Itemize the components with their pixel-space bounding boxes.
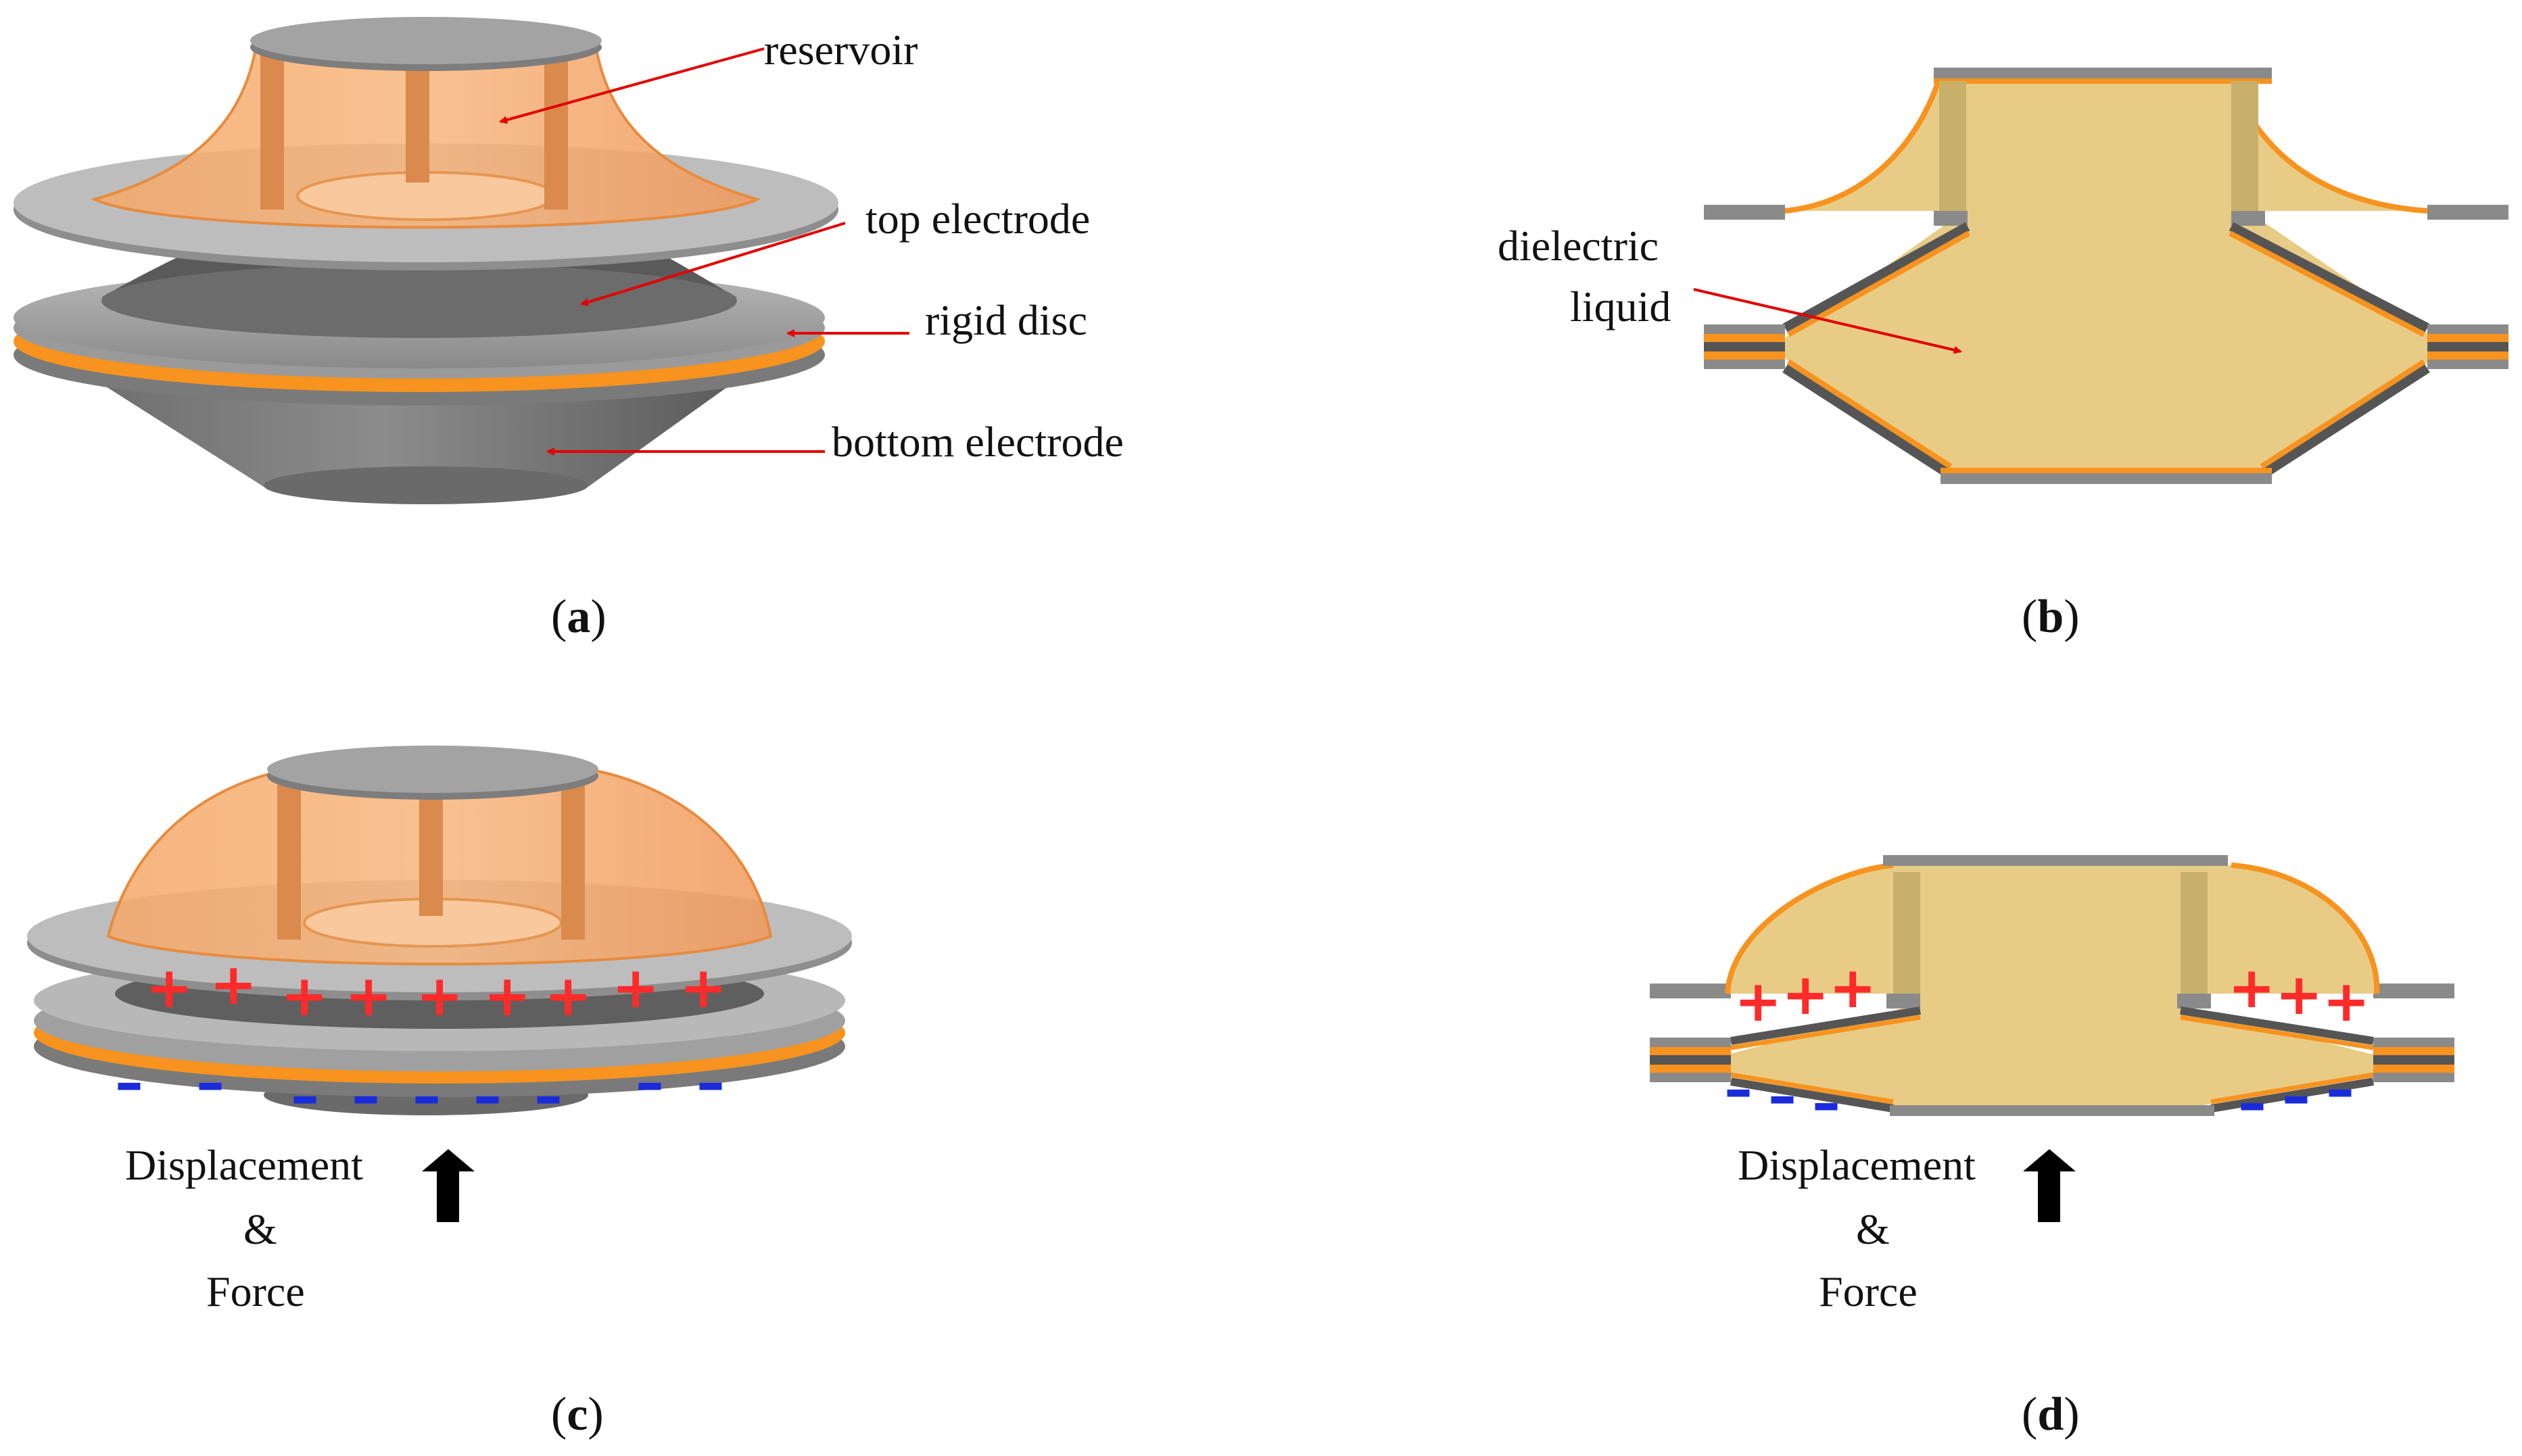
svg-text:–: – [473,1063,502,1129]
reservoir-leader [499,47,765,124]
svg-text:–: – [115,1049,143,1115]
label-ampersand-c: & [243,1205,277,1253]
left-top-plate [1704,205,1785,220]
bottom-electrode-right [2262,364,2430,477]
positive-charges-d: + + + + + + [1734,954,2370,1034]
bottom-plate [1941,473,2272,484]
svg-text:+: + [281,963,328,1029]
label-ampersand-d: & [1856,1205,1890,1253]
svg-text:–: – [636,1049,664,1115]
rigid-disc-right-d [2373,1038,2454,1082]
panel-a: reservoir top electrode rigid disc botto… [14,17,1124,643]
svg-text:+: + [345,963,392,1029]
top-electrode-leader [580,222,846,306]
up-arrow-icon [422,1149,475,1222]
svg-text:+: + [680,954,727,1021]
label-displacement-d: Displacement [1738,1141,1976,1189]
label-dielectric: dielectric [1498,222,1659,270]
column-right [2231,81,2258,216]
svg-text:+: + [612,954,659,1021]
top-electrode-right [2229,222,2430,333]
up-arrow-icon [2023,1149,2076,1222]
svg-text:+: + [1734,968,1782,1034]
positive-charges-c: + + + + + + + + + [145,951,727,1029]
svg-text:+: + [2323,968,2370,1034]
svg-text:–: – [196,1049,224,1115]
label-force-c: Force [206,1267,305,1315]
svg-text:+: + [2228,954,2275,1021]
svg-text:+: + [210,951,257,1017]
column-left [1939,81,1966,216]
svg-text:–: – [2326,1056,2354,1122]
svg-text:–: – [412,1063,441,1129]
svg-text:–: – [534,1063,563,1129]
svg-text:+: + [544,963,592,1029]
svg-text:–: – [1812,1069,1840,1136]
label-reservoir: reservoir [764,26,918,74]
svg-text:+: + [2275,961,2323,1027]
svg-text:–: – [1724,1056,1753,1122]
bottom-electrode-base [264,466,588,504]
label-bottom-electrode: bottom electrode [832,418,1124,466]
svg-text:–: – [2238,1069,2266,1136]
bottom-electrode-left [1782,364,1950,477]
caption-c: (c) [551,1388,604,1440]
dielectric-liquid-body-d [1728,865,2377,1109]
svg-text:+: + [1782,961,1829,1027]
negative-charges-d: – – – – – – [1724,1056,2354,1136]
negative-charges-c: – – – – – – – – – [115,1049,725,1129]
svg-text:–: – [696,1049,725,1115]
lid-plate-d [1883,855,2228,866]
svg-text:–: – [2282,1063,2310,1129]
rigid-disc-left-d [1650,1038,1731,1082]
caption-d: (d) [2022,1388,2080,1440]
label-rigid-disc: rigid disc [925,296,1087,344]
panel-c: + + + + + + + + + – – – – – – – – – Disp… [27,746,852,1440]
caption-a: (a) [551,591,606,643]
label-top-electrode: top electrode [865,195,1090,243]
right-top-plate [2427,205,2508,220]
label-force-d: Force [1819,1267,1918,1315]
panel-d: + + + + + + – – – – – – Displacement & F… [1650,855,2454,1440]
reservoir-lid [250,17,602,64]
bottom-electrode-cone [88,375,744,487]
svg-text:–: – [352,1063,380,1129]
svg-text:–: – [291,1063,319,1129]
caption-b: (b) [2022,591,2080,643]
rigid-disc-right [2427,324,2508,369]
panel-b: dielectric liquid (b) [1498,68,2508,643]
svg-text:+: + [483,963,531,1029]
reservoir-column-left [260,41,284,210]
rigid-disc-left [1704,324,1785,369]
lid-plate [1934,68,2272,78]
reservoir-column-right [544,41,568,210]
label-liquid: liquid [1570,283,1671,331]
svg-text:–: – [1768,1063,1797,1129]
svg-text:+: + [416,963,463,1029]
top-electrode-left [1782,222,1970,333]
svg-text:+: + [145,954,193,1021]
dielectric-leader [1693,288,1962,354]
svg-text:+: + [1829,954,1876,1021]
label-displacement-c: Displacement [125,1141,363,1189]
